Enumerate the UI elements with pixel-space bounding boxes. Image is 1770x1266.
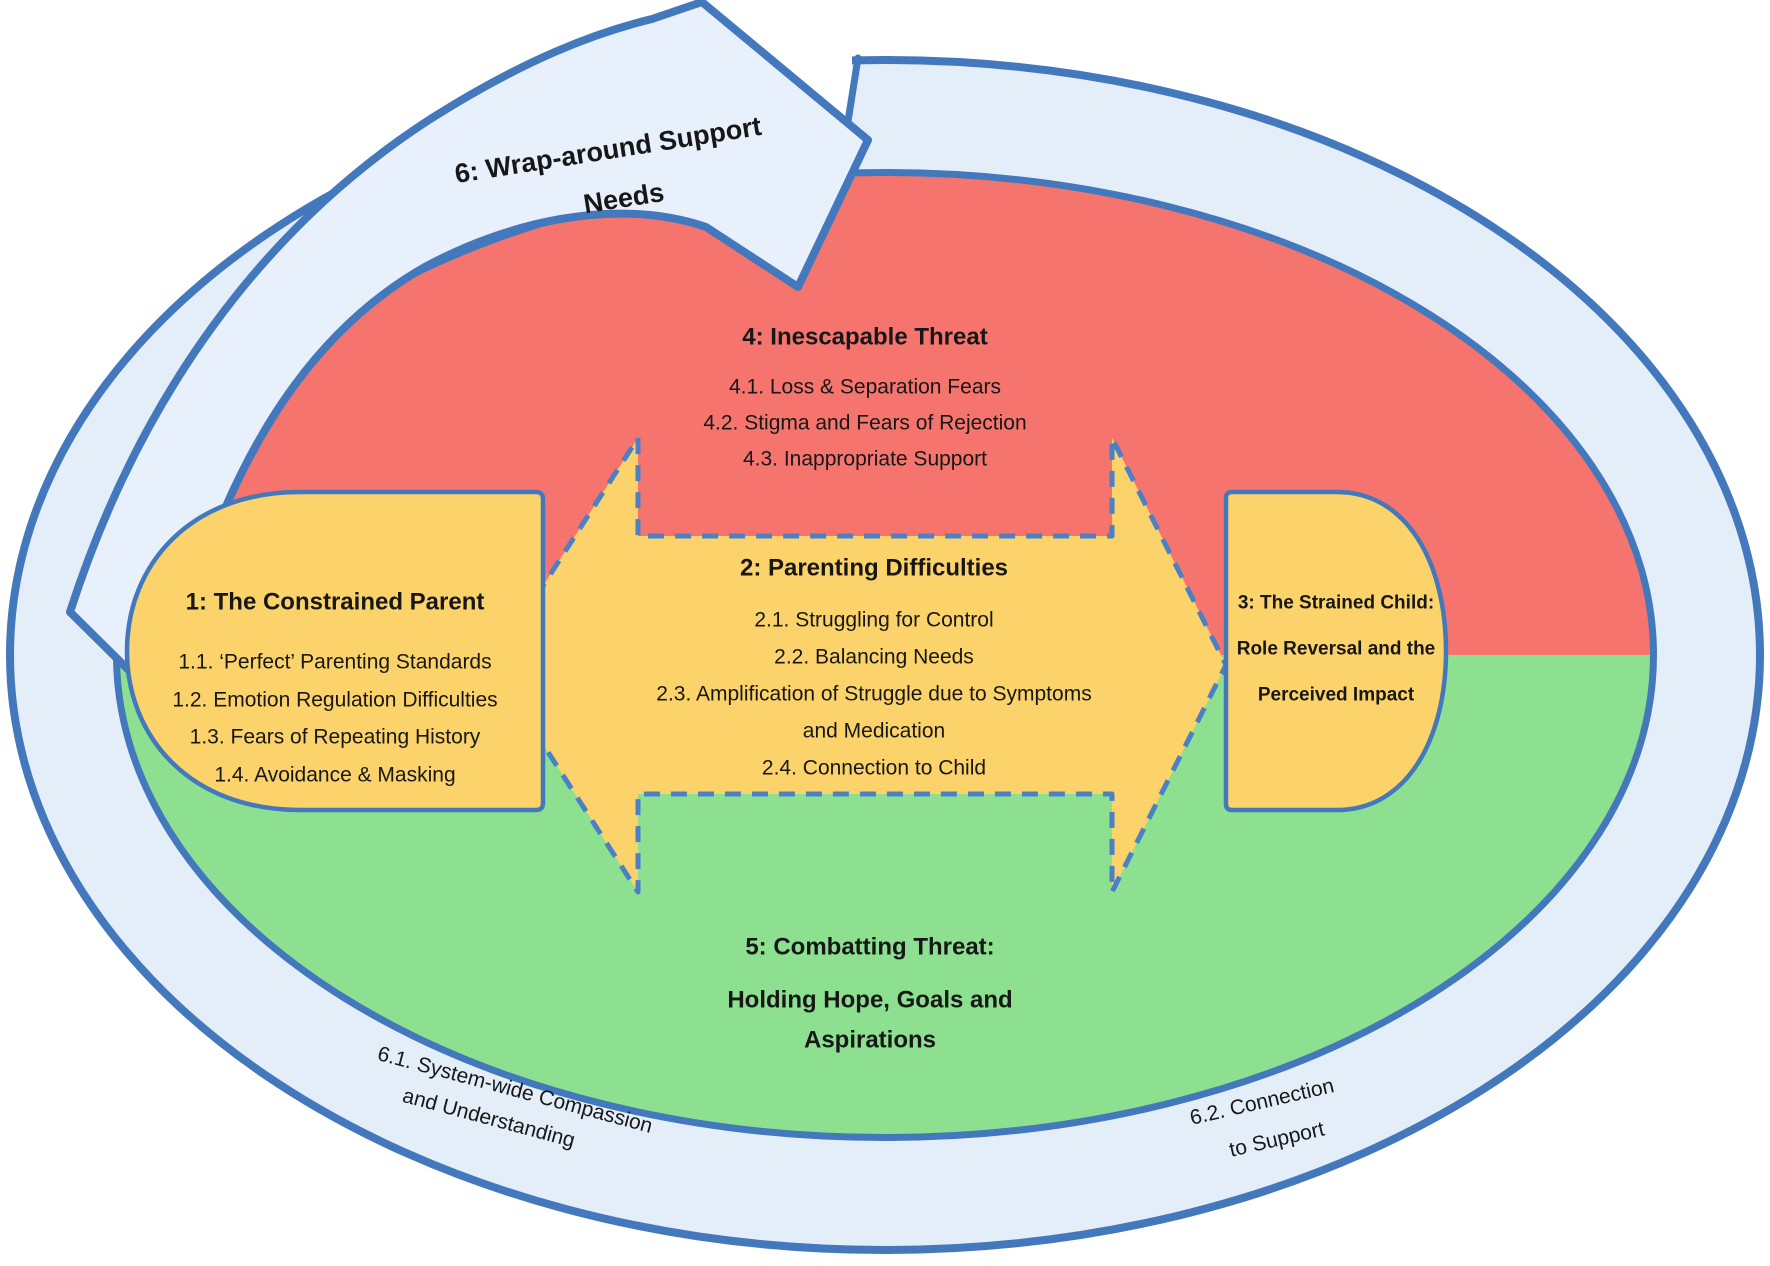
parent-item-3: 1.3. Fears of Repeating History <box>190 726 481 749</box>
threat-item-2: 4.2. Stigma and Fears of Rejection <box>703 412 1026 435</box>
wrap-around-arrow <box>66 0 872 707</box>
combatting-threat-line2: Holding Hope, Goals and <box>727 987 1012 1014</box>
strained-child-line2: Role Reversal and the <box>1237 639 1436 660</box>
threat-item-1: 4.1. Loss & Separation Fears <box>729 376 1001 399</box>
strained-child-box <box>1223 489 1449 813</box>
parent-item-2: 1.2. Emotion Regulation Difficulties <box>172 689 497 712</box>
parenting-item-3: 2.3. Amplification of Struggle due to Sy… <box>656 683 1091 706</box>
parenting-item-3-cont: and Medication <box>803 720 945 743</box>
parenting-item-4: 2.4. Connection to Child <box>762 757 986 780</box>
parenting-difficulties-title: 2: Parenting Difficulties <box>740 555 1008 582</box>
parent-item-1: 1.1. ‘Perfect’ Parenting Standards <box>178 651 491 674</box>
constrained-parent-title: 1: The Constrained Parent <box>186 589 485 616</box>
parent-item-4: 1.4. Avoidance & Masking <box>214 764 455 787</box>
parenting-item-1: 2.1. Struggling for Control <box>754 609 993 632</box>
combatting-threat-line3: Aspirations <box>804 1027 936 1054</box>
parenting-item-2: 2.2. Balancing Needs <box>774 646 974 669</box>
strained-child-line3: Perceived Impact <box>1258 685 1415 706</box>
constrained-parent-box <box>124 489 546 813</box>
combatting-threat-title: 5: Combatting Threat: <box>745 934 994 961</box>
strained-child-line1: 3: The Strained Child: <box>1238 593 1434 614</box>
inescapable-threat-title: 4: Inescapable Threat <box>742 324 987 351</box>
threat-item-3: 4.3. Inappropriate Support <box>743 448 987 471</box>
